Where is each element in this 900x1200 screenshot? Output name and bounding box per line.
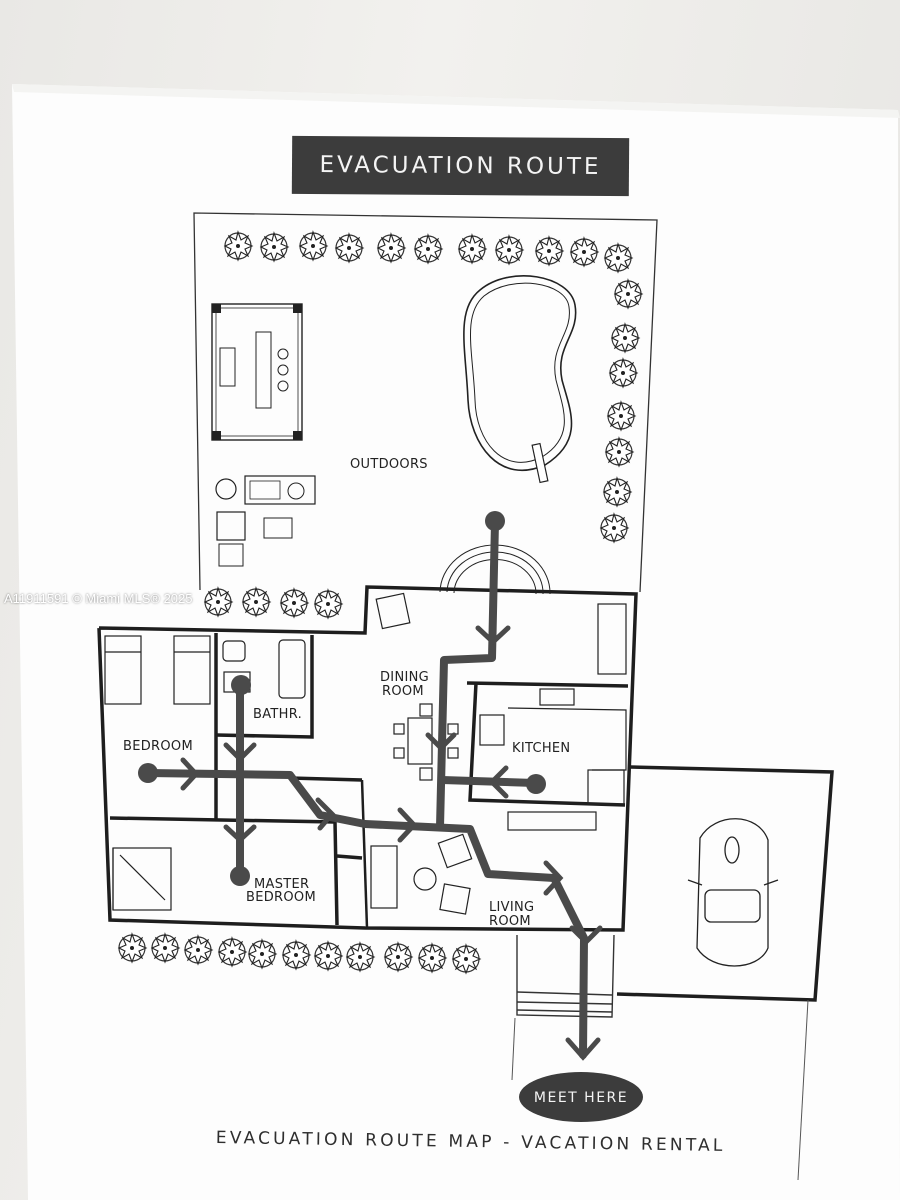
tree-row-bottom <box>118 933 481 974</box>
sofa-icon <box>370 603 627 915</box>
house-walls <box>97 585 834 1002</box>
front-walkway <box>511 999 809 1181</box>
cabana-icon <box>211 303 303 441</box>
meet-here-badge: MEET HERE <box>519 1072 643 1122</box>
label-master-bedroom-1: MASTER <box>254 877 309 892</box>
meet-here-label: MEET HERE <box>534 1090 628 1106</box>
label-living-room-2: ROOM <box>489 914 531 929</box>
label-bathroom: BATHR. <box>253 707 302 722</box>
car-icon <box>687 818 779 967</box>
label-kitchen: KITCHEN <box>512 741 570 756</box>
porch <box>516 934 615 1018</box>
label-dining-room-1: DINING <box>380 670 429 685</box>
yard-outline <box>193 212 658 593</box>
listing-watermark: A11911591 © Miami MLS® 2025 <box>4 591 193 606</box>
kitchen-counters <box>479 688 627 805</box>
label-outdoors: OUTDOORS <box>350 457 428 472</box>
label-master-bedroom-2: BEDROOM <box>246 890 316 905</box>
tree-row-right <box>600 279 643 543</box>
label-dining-room-2: ROOM <box>382 684 424 699</box>
patio-furniture-icon <box>215 475 316 567</box>
label-bedroom: BEDROOM <box>123 739 193 754</box>
dining-table-icon <box>375 592 459 781</box>
label-living-room-1: LIVING <box>489 900 534 915</box>
tree-row-middle <box>204 587 343 619</box>
tree-row-top <box>224 231 633 273</box>
route-arrowheads <box>180 625 603 1061</box>
pool-icon <box>463 275 577 484</box>
route-start-points <box>138 511 546 886</box>
bed-icon <box>104 635 211 911</box>
